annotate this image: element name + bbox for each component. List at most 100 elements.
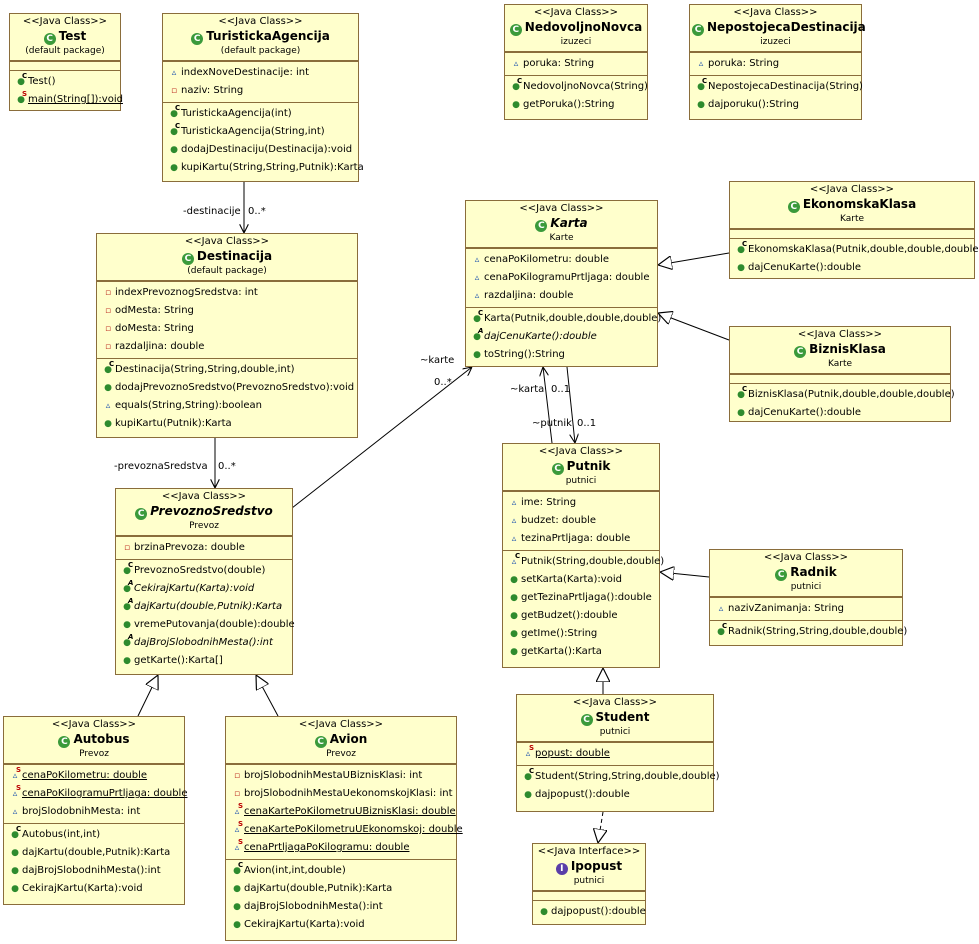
operation-row[interactable]: ●getIme():String bbox=[503, 625, 659, 643]
operation-row[interactable]: ●dodajPrevoznoSredstvo(PrevoznoSredstvo)… bbox=[97, 379, 357, 397]
class-name-text: Autobus bbox=[73, 732, 130, 746]
operation-row[interactable]: ●dajCenuKarte():double bbox=[730, 259, 974, 277]
member-text: dajCenuKarte():double bbox=[748, 407, 862, 418]
attribute-row[interactable]: ▫brojSlobodnihMestaUekonomskojKlasi: int bbox=[226, 785, 456, 803]
operation-row[interactable]: ●getBudzet():double bbox=[503, 607, 659, 625]
operation-row[interactable]: ●toString():String bbox=[466, 346, 657, 364]
operation-row[interactable]: ●setKarta(Karta):void bbox=[503, 571, 659, 589]
operation-row[interactable]: ●kupiKartu(Putnik):Karta bbox=[97, 415, 357, 433]
attribute-row[interactable]: ▫razdaljina: double bbox=[97, 338, 357, 356]
operation-row[interactable]: ●getKarta():Karta bbox=[503, 643, 659, 661]
operation-row[interactable]: ●kupiKartu(String,String,Putnik):Karta bbox=[163, 159, 364, 177]
attribute-row[interactable]: ▵budzet: double bbox=[503, 512, 659, 530]
attribute-row[interactable]: ▫brzinaPrevoza: double bbox=[116, 539, 292, 557]
attribute-row[interactable]: ▫indexPrevoznogSredstva: int bbox=[97, 284, 357, 302]
attribute-row[interactable]: ▵nazivZanimanja: String bbox=[710, 600, 902, 618]
attribute-row[interactable]: ▫naziv: String bbox=[163, 82, 358, 100]
operation-row[interactable]: ●CekirajKartu(Karta):void bbox=[226, 916, 456, 934]
operation-row[interactable]: ●getPoruka():String bbox=[505, 96, 647, 114]
operation-row[interactable]: ●dajBrojSlobodnihMesta():int bbox=[4, 862, 184, 880]
operation-row[interactable]: ●dajporuku():String bbox=[690, 96, 861, 114]
member-text: dajKartu(double,Putnik):Karta bbox=[134, 601, 283, 612]
stereotype: <<Java Interface>> bbox=[537, 846, 641, 857]
package-visibility-icon: ▵ bbox=[474, 291, 480, 301]
interface-icon: I bbox=[555, 863, 568, 875]
operation-row[interactable]: ●dajpopust():double bbox=[533, 903, 646, 921]
constructor-marker: C bbox=[175, 122, 181, 130]
attribute-row[interactable]: ▫odMesta: String bbox=[97, 302, 357, 320]
operation-row[interactable]: ●dajCenuKarte():double bbox=[730, 404, 950, 422]
package-name: putnici bbox=[599, 727, 631, 737]
attribute-row[interactable]: ▫doMesta: String bbox=[97, 320, 357, 338]
operation-row[interactable]: ●dajpopust():double bbox=[517, 786, 713, 804]
operation-row[interactable]: ●dajKartu(double,Putnik):Karta bbox=[4, 844, 184, 862]
role-label-karte: ~karte bbox=[420, 355, 455, 366]
attribute-row[interactable]: ▵brojSlodobnihMesta: int bbox=[4, 803, 184, 821]
member-text: cenaPoKilometru: double bbox=[484, 254, 610, 265]
operation-row[interactable]: ●getTezinaPrtljaga():double bbox=[503, 589, 659, 607]
member-text: CekirajKartu(Karta):void bbox=[244, 919, 365, 930]
attribute-row[interactable]: ▵poruka: String bbox=[690, 55, 861, 73]
operation-row[interactable]: ●dajBrojSlobodnihMesta():int bbox=[226, 898, 456, 916]
attribute-row[interactable]: ▵ime: String bbox=[503, 494, 659, 512]
operation-row[interactable]: ●vremePutovanja(double):double bbox=[116, 616, 295, 634]
operation-row[interactable]: ▵equals(String,String):boolean bbox=[97, 397, 357, 415]
member-text: dajKartu(double,Putnik):Karta bbox=[244, 883, 393, 894]
attribute-row[interactable]: ▵indexNoveDestinacije: int bbox=[163, 64, 358, 82]
attribute-row[interactable]: ▵cenaPoKilometru: double bbox=[466, 251, 657, 269]
attribute-row[interactable]: ▵cenaPoKilogramuPrtljaga: double bbox=[466, 269, 657, 287]
attribute-row[interactable]: ▵tezinaPrtljaga: double bbox=[503, 530, 659, 548]
operation-row[interactable]: ●dodajDestinaciju(Destinacija):void bbox=[163, 141, 358, 159]
operation-row[interactable]: ●CekirajKartu(Karta):void bbox=[4, 880, 184, 898]
public-visibility-icon: ●C bbox=[735, 240, 747, 259]
constructor-marker: C bbox=[175, 104, 181, 112]
operation-row[interactable]: ●getKarte():Karta[] bbox=[116, 652, 292, 670]
attribute-row[interactable]: ▫brojSlobodnihMestaUBiznisKlasi: int bbox=[226, 767, 456, 785]
attribute-row[interactable]: ▵poruka: String bbox=[505, 55, 647, 73]
attribute-row[interactable]: ▵razdaljina: double bbox=[466, 287, 657, 305]
operation-row[interactable]: ●dajKartu(double,Putnik):Karta bbox=[226, 880, 456, 898]
